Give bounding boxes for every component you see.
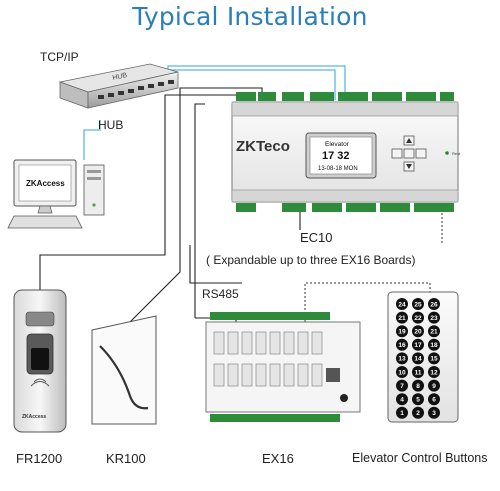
elevator-button-label: 24 (398, 301, 406, 308)
elevator-button-label: 23 (430, 315, 438, 322)
elevator-button (412, 352, 424, 365)
fr1200-reader: ZKAccess (13, 289, 67, 433)
rs485-label: RS485 (202, 287, 239, 301)
elevator-button-label: 6 (432, 397, 436, 404)
elevator-button (412, 406, 424, 419)
elevator-button (412, 366, 424, 378)
elevator-button (396, 298, 408, 310)
hub-label: HUB (98, 118, 124, 132)
elevator-button (412, 298, 424, 310)
elevator-button-label: 16 (398, 342, 406, 349)
elevator-button-label: 10 (398, 369, 406, 376)
elevator-button (412, 393, 424, 406)
elevator-button-label: 18 (430, 342, 438, 349)
elevator-button (396, 325, 408, 338)
elevator-button (428, 393, 440, 406)
elevator-button-label: 7 (400, 383, 404, 390)
elevator-button (412, 311, 424, 324)
elevator-button (396, 352, 408, 365)
elevator-button-label: 5 (416, 397, 420, 404)
elevator-button-label: 26 (430, 301, 438, 308)
terminal-blocks (236, 92, 454, 212)
elevator-button-label: 2 (416, 410, 420, 417)
elevator-button (428, 379, 440, 392)
screen-title: Elevator (325, 141, 350, 148)
relays (213, 331, 323, 387)
elevator-button-label: 17 (414, 342, 422, 349)
elevator-button-label: 1 (400, 410, 404, 417)
tcpip-label: TCP/IP (40, 50, 79, 64)
computer: ZKAccess (7, 159, 105, 229)
ec10-label: EC10 (300, 230, 333, 245)
keypad-arrows (406, 138, 412, 169)
elevator-button (396, 393, 408, 406)
kr100-label: KR100 (106, 451, 146, 466)
elevator-button (428, 298, 440, 310)
elevator-button (412, 338, 424, 351)
elevator-button-label: 25 (414, 301, 422, 308)
elevator-button-label: 20 (414, 329, 422, 336)
screen-date: 13-08-18 MON (318, 166, 358, 172)
elevator-button-label: 4 (400, 397, 404, 404)
elevator-button-label: 21 (430, 329, 438, 336)
elevator-button-label: 3 (432, 410, 436, 417)
hub-device: HUB (58, 63, 179, 109)
hub-ports (98, 80, 174, 99)
page-title: Typical Installation (132, 2, 368, 31)
elevator-button-label: 11 (415, 369, 422, 376)
elevator-button-label: 19 (398, 329, 406, 336)
elevator-button (396, 366, 408, 378)
ex16-label: EX16 (262, 451, 294, 466)
elevator-button (396, 379, 408, 392)
kr100-reader (91, 315, 157, 425)
elevator-button (428, 406, 440, 419)
elevator-button (412, 325, 424, 338)
elevator-button (428, 366, 440, 378)
elevator-button-label: 8 (416, 383, 420, 390)
elevator-button (428, 325, 440, 338)
elevator-button (412, 379, 424, 392)
terminals-bottom (210, 414, 340, 422)
elevator-button (396, 311, 408, 324)
expandable-label: ( Expandable up to three EX16 Boards) (206, 253, 416, 267)
elevator-button-label: 13 (398, 356, 406, 363)
ec10-controller: ZKTeco Elevator 17 32 13-08-18 MON Rest (231, 101, 461, 203)
elevator-button (396, 406, 408, 419)
button-wiring (304, 205, 443, 330)
elevator-button-label: 9 (432, 383, 436, 390)
buttons-label: Elevator Control Buttons (352, 451, 488, 465)
terminals-top (210, 312, 330, 320)
elevator-button (428, 352, 440, 365)
monitor-brand: ZKAccess (26, 179, 65, 188)
elevator-button-label: 15 (430, 356, 438, 363)
hub-device-label: HUB (112, 72, 128, 82)
elevator-button-label: 14 (414, 356, 422, 363)
ex16-board (205, 312, 361, 422)
status-label: Rest (452, 151, 461, 156)
screen-time: 17 32 (322, 150, 350, 162)
elevator-button (428, 338, 440, 351)
elevator-button (428, 311, 440, 324)
reader-brand: ZKAccess (22, 414, 46, 420)
elevator-button-label: 22 (414, 315, 422, 322)
fr1200-label: FR1200 (16, 451, 63, 466)
elevator-button-label: 12 (430, 369, 438, 376)
elevator-button-label: 21 (398, 315, 406, 322)
status-led (445, 151, 449, 155)
elevator-button (396, 338, 408, 351)
controller-brand: ZKTeco (236, 138, 290, 155)
